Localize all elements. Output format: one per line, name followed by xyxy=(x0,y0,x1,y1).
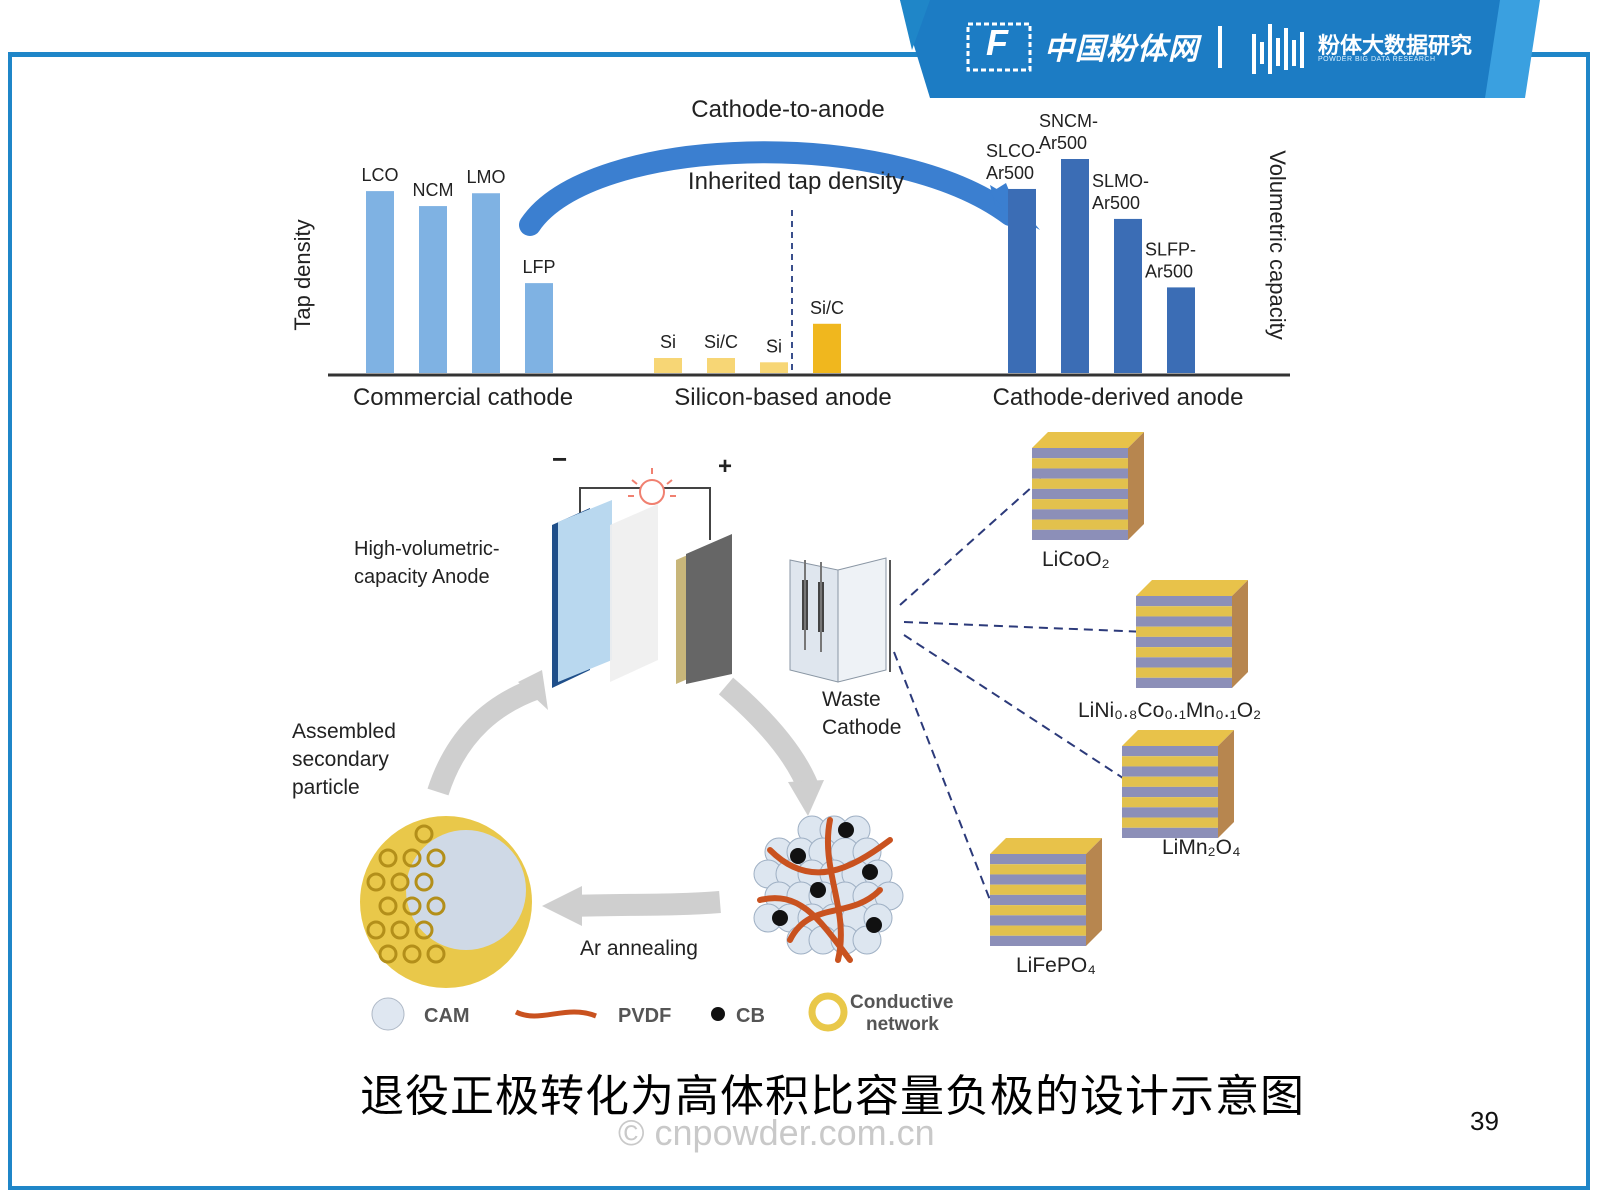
brand-logo-icon xyxy=(966,22,1032,72)
assembled-label-line3: particle xyxy=(292,776,360,799)
bar-0-1 xyxy=(419,206,447,373)
group-label-2: Cathode-derived anode xyxy=(993,384,1244,411)
label-ncm: LiNi₀.₈Co₀.₁Mn₀.₁O₂ xyxy=(1078,699,1261,722)
watermark: © cnpowder.com.cn xyxy=(618,1112,935,1153)
brand-logo-letter: F xyxy=(986,22,1008,63)
bar-label-2-1-line1: Ar500 xyxy=(1039,133,1087,153)
waste-cathode-book xyxy=(789,557,891,683)
waste-label-line1: Waste xyxy=(822,688,881,711)
bar-label-2-3-line1: Ar500 xyxy=(1145,261,1193,281)
arrow-label: Cathode-to-anode xyxy=(691,96,884,123)
bar-2-0 xyxy=(1008,188,1036,373)
bar-label-2-2-line0: SLMO- xyxy=(1092,171,1149,191)
anode-label-line2: capacity Anode xyxy=(354,566,490,588)
bar-label-0-1: NCM xyxy=(413,180,454,200)
group-label-1: Silicon-based anode xyxy=(674,384,892,411)
separator xyxy=(610,504,658,682)
plus-sign: + xyxy=(718,453,732,480)
material-connectors xyxy=(893,477,1147,901)
research-name: 粉体大数据研究 xyxy=(1318,34,1473,59)
bar-0-0 xyxy=(366,191,394,373)
label-licoo2: LiCoO₂ xyxy=(1042,548,1110,571)
bar-label-0-0: LCO xyxy=(361,165,398,185)
bar-label-2-3-line0: SLFP- xyxy=(1145,239,1196,259)
bar-label-2-0-line0: SLCO- xyxy=(986,141,1041,161)
legend-cb: CB xyxy=(736,1005,765,1027)
brand-name: 中国粉体网 xyxy=(1044,32,1199,67)
legend-pvdf-icon xyxy=(514,1009,597,1019)
page-number: 39 xyxy=(1470,1106,1499,1136)
lightbulb-icon xyxy=(628,468,676,505)
cathode-to-anode-arrow xyxy=(519,141,1021,236)
bar-0-3 xyxy=(525,283,553,373)
y-axis-label-left: Tap density xyxy=(290,219,315,330)
crystal-lifepo4-icon xyxy=(990,838,1102,946)
crystal-ncm-icon xyxy=(1136,580,1248,688)
bar-label-2-1-line0: SNCM- xyxy=(1039,111,1098,131)
anode-plate xyxy=(552,500,612,688)
minus-sign: − xyxy=(552,444,567,474)
bar-label-1-0: Si xyxy=(660,332,676,352)
legend-pvdf: PVDF xyxy=(618,1005,671,1027)
crystal-limn2o4-icon xyxy=(1122,730,1234,838)
waste-label-line2: Cathode xyxy=(822,716,901,739)
legend-conductive-line1: Conductive xyxy=(850,992,953,1013)
cycle-arrow-left xyxy=(571,891,721,917)
legend-cam-icon xyxy=(371,997,405,1031)
annealing-label: Ar annealing xyxy=(580,937,698,960)
bar-2-2 xyxy=(1114,218,1142,373)
cam-particle-cluster xyxy=(753,815,904,963)
bar-1-0 xyxy=(654,358,682,373)
bar-1-3 xyxy=(813,323,841,373)
group-label-0: Commercial cathode xyxy=(353,384,573,411)
y-axis-label-right: Volumetric capacity xyxy=(1265,150,1290,340)
assembled-label-line2: secondary xyxy=(292,748,389,771)
legend-conductive-icon xyxy=(808,992,848,1032)
assembled-label-line1: Assembled xyxy=(292,720,396,743)
legend-cam: CAM xyxy=(424,1005,470,1027)
anode-design-diagram: − + High-volumetric- capacity Anode Wast… xyxy=(292,432,1261,1035)
cycle-arrow-up xyxy=(427,677,542,796)
bar-0-2 xyxy=(472,193,500,373)
cycle-arrow-down xyxy=(718,677,821,796)
crystal-licoo2-icon xyxy=(1032,432,1144,540)
assembled-particle xyxy=(360,816,532,988)
research-logo-icon xyxy=(1252,24,1304,74)
bar-label-1-1: Si/C xyxy=(704,332,738,352)
pvdf-strands xyxy=(757,817,893,963)
bar-label-0-3: LFP xyxy=(522,257,555,277)
header-banner xyxy=(900,0,1540,98)
bar-label-2-0-line1: Ar500 xyxy=(986,163,1034,183)
figure-caption: 退役正极转化为高体积比容量负极的设计示意图 xyxy=(360,1071,1305,1122)
legend-cb-icon xyxy=(711,1007,725,1021)
anode-label-line1: High-volumetric- xyxy=(354,538,500,560)
bar-2-3 xyxy=(1167,287,1195,373)
label-lifepo4: LiFePO₄ xyxy=(1016,954,1096,977)
bar-label-0-2: LMO xyxy=(466,167,505,187)
bar-2-1 xyxy=(1061,159,1089,373)
bar-1-2 xyxy=(760,362,788,373)
label-limn2o4: LiMn₂O₄ xyxy=(1162,836,1241,859)
arrow-sublabel: Inherited tap density xyxy=(688,168,904,195)
bar-1-1 xyxy=(707,358,735,373)
legend: CAM PVDF CB Conductive network xyxy=(371,992,953,1035)
slide-frame xyxy=(8,52,1590,1190)
bar-label-2-2-line1: Ar500 xyxy=(1092,193,1140,213)
bar-label-1-3: Si/C xyxy=(810,298,844,318)
bar-label-1-2: Si xyxy=(766,336,782,356)
legend-conductive-line2: network xyxy=(866,1014,939,1035)
cathode-plate xyxy=(676,534,732,684)
research-subtitle: POWDER BIG DATA RESEARCH xyxy=(1318,56,1436,63)
carbon-black-dots xyxy=(772,822,882,933)
